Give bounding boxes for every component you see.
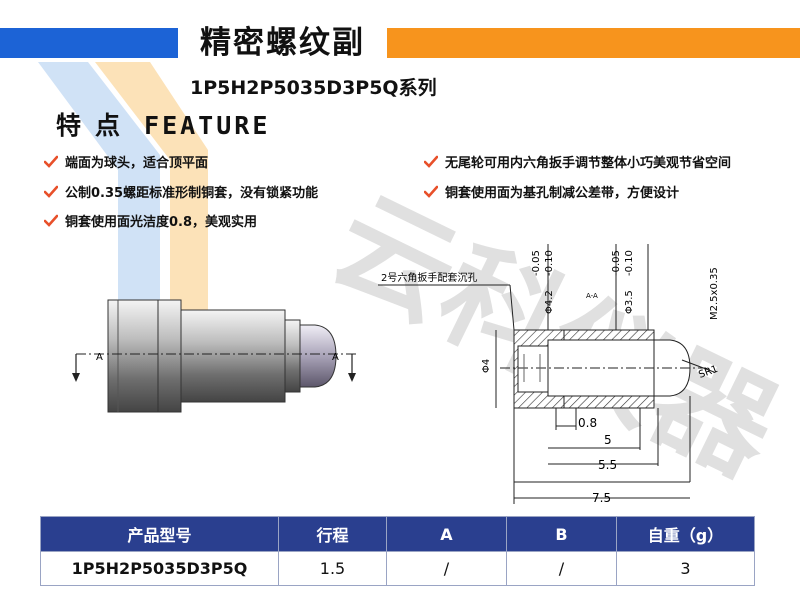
dim-length-08: 0.8: [578, 416, 597, 430]
col-header-a: A: [386, 516, 507, 552]
check-icon: [424, 185, 438, 198]
feature-item: 公制0.35螺距标准形制铜套，没有锁紧功能: [44, 182, 318, 201]
section-title: A-A: [586, 292, 598, 300]
col-header-weight: 自重（g）: [616, 516, 755, 552]
hex-socket-note: 2号六角扳手配套沉孔: [381, 271, 477, 284]
cell-a: /: [386, 551, 507, 586]
col-header-model: 产品型号: [40, 516, 279, 552]
check-icon: [44, 185, 58, 198]
spec-table-header: 产品型号 行程 A B 自重（g）: [40, 516, 755, 552]
feature-text: 端面为球头，适合顶平面: [65, 156, 209, 171]
section-mark-left: A: [96, 352, 103, 363]
feature-text: 无尾轮可用内六角扳手调节整体小巧美观节省空间: [445, 156, 732, 171]
dim-d2-main: Φ3.5: [624, 290, 635, 314]
dim-d1-main: Φ4.2: [544, 290, 555, 314]
col-header-b: B: [506, 516, 617, 552]
dim-d2-tol-upper: -0.05: [611, 250, 622, 276]
feature-heading-en: FEATURE: [144, 111, 271, 140]
cell-model: 1P5H2P5035D3P5Q: [40, 551, 279, 586]
feature-item: 铜套使用面为基孔制减公差带，方便设计: [424, 182, 679, 201]
dim-body-diameter: Φ4: [481, 359, 492, 373]
feature-text: 铜套使用面为基孔制减公差带，方便设计: [445, 186, 680, 201]
check-icon: [44, 214, 58, 227]
cell-weight: 3: [616, 551, 755, 586]
feature-item: 端面为球头，适合顶平面: [44, 152, 208, 171]
dim-sphere-radius: SR1: [697, 364, 719, 381]
feature-heading: 特点 FEATURE: [56, 106, 270, 142]
series-subtitle: 1P5H2P5035D3P5Q系列: [190, 77, 437, 99]
section-view: [378, 244, 715, 504]
dim-d1-tol-lower: -0.10: [544, 250, 555, 276]
feature-text: 公制0.35螺距标准形制铜套，没有锁紧功能: [65, 186, 319, 201]
feature-item: 铜套使用面光洁度0.8，美观实用: [44, 211, 257, 230]
section-mark-right: A: [332, 352, 339, 363]
dim-d1-tol-upper: -0.05: [531, 250, 542, 276]
feature-heading-cn: 特点: [56, 111, 135, 140]
page-title: 精密螺纹副: [200, 25, 365, 61]
check-icon: [44, 155, 58, 168]
technical-drawing: A A 2号六角扳手配套沉孔 A-A Φ4 SR1 0.8 5 5.5 7: [72, 244, 720, 505]
dim-d2-tol-lower: -0.10: [624, 250, 635, 276]
header-right-bar: [387, 28, 800, 58]
dim-thread: M2.5x0.35: [709, 267, 720, 320]
cell-b: /: [506, 551, 617, 586]
cell-stroke: 1.5: [278, 551, 387, 586]
table-row: 1P5H2P5035D3P5Q 1.5 / / 3: [40, 551, 755, 586]
dim-length-75: 7.5: [592, 491, 611, 505]
dim-length-55: 5.5: [598, 458, 617, 472]
check-icon: [424, 155, 438, 168]
feature-text: 铜套使用面光洁度0.8，美观实用: [65, 215, 258, 230]
col-header-stroke: 行程: [278, 516, 387, 552]
part-3d-view: A A: [72, 299, 358, 413]
dim-length-5: 5: [604, 433, 612, 447]
header-left-bar: [0, 28, 178, 58]
feature-item: 无尾轮可用内六角扳手调节整体小巧美观节省空间: [424, 152, 731, 171]
spec-table: 产品型号 行程 A B 自重（g） 1P5H2P5035D3P5Q 1.5 / …: [40, 516, 755, 586]
